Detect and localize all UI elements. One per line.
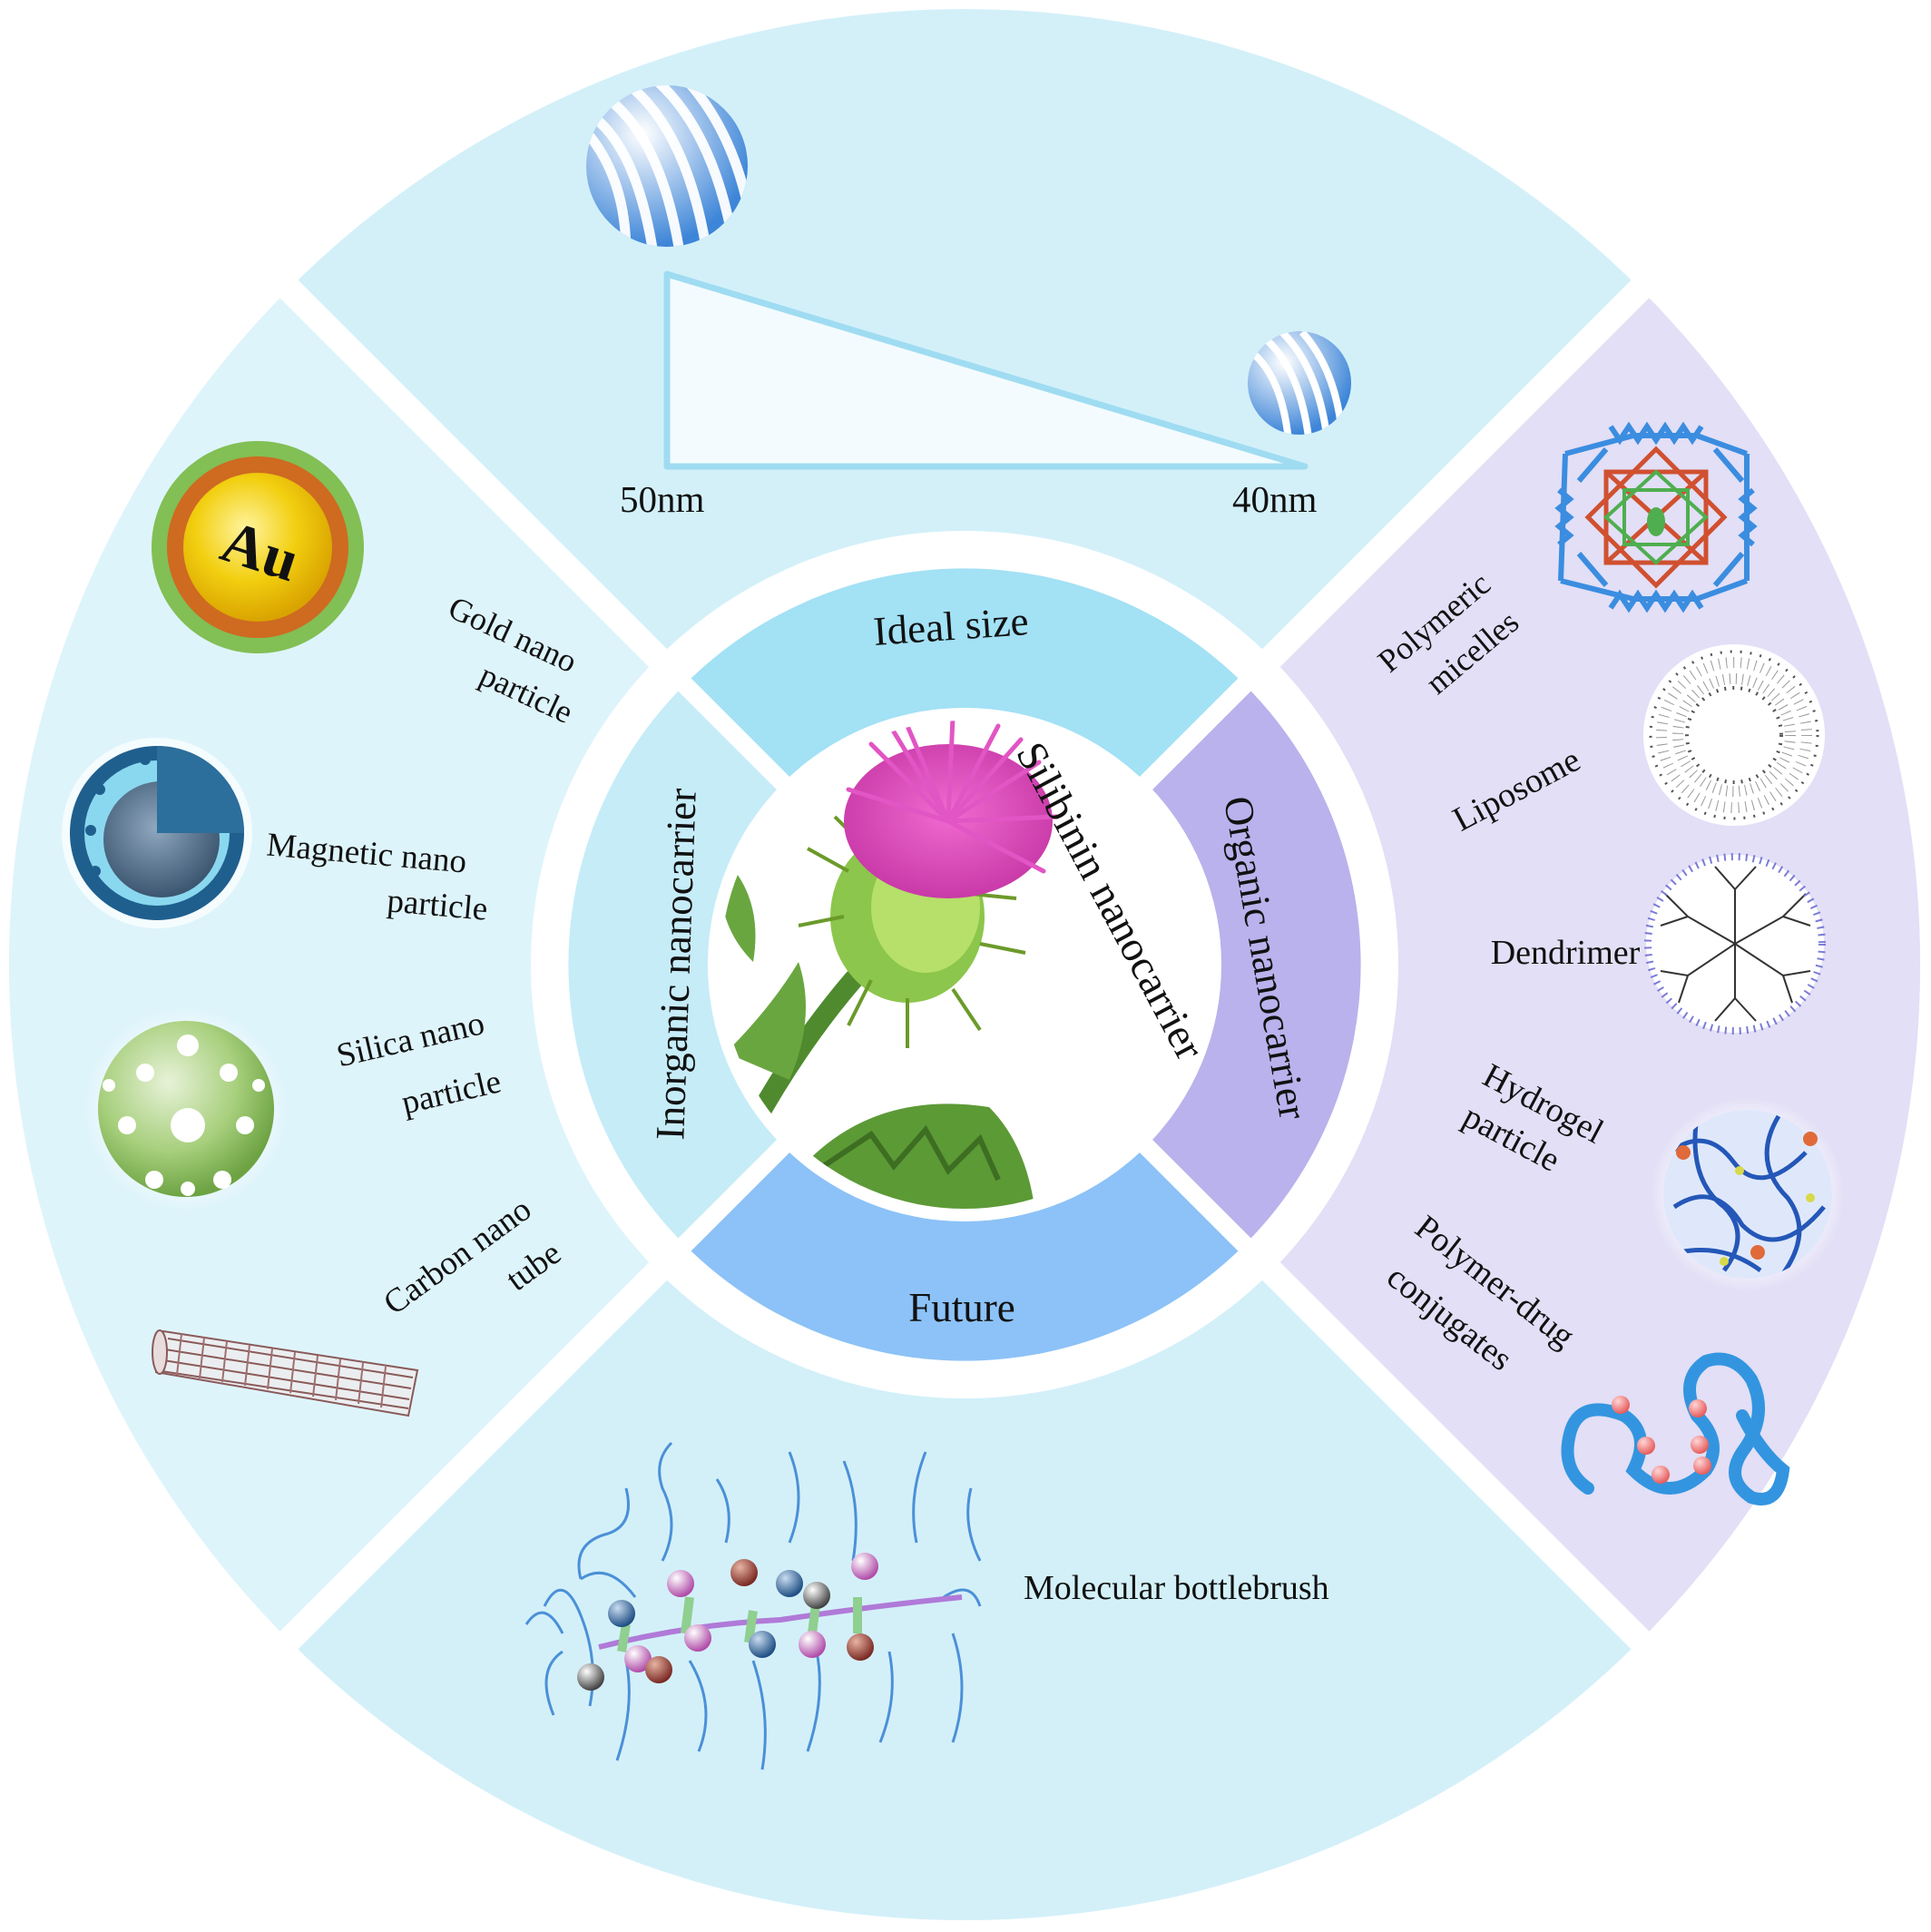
hydrogel-particle-icon [1650,1096,1846,1292]
polymer-drug-conjugate-icon [1561,1352,1790,1505]
molecular-bottlebrush-icon [524,1441,982,1770]
size-gradient-triangle [663,270,1309,470]
large-nanoparticle-icon [586,85,748,247]
dendrimer-icon [1644,853,1826,1035]
dendrimer-label: Dendrimer [1491,934,1641,972]
polymeric-micelle-icon [1554,421,1758,613]
inner-ring-top [684,568,1245,792]
ideal-size-label: Ideal size [872,598,1030,654]
future-label: Future [908,1285,1015,1330]
inner-ring-left [568,684,792,1245]
magnetic-nanoparticle-icon [62,738,252,928]
carbon-nanotube-icon [152,1329,419,1417]
small-nanoparticle-icon [1248,331,1351,435]
size-label-50nm: 50nm [620,478,705,520]
future-panel: Molecular bottlebrush [524,1441,1329,1770]
inner-ring [568,568,1361,1361]
bottlebrush-label: Molecular bottlebrush [1024,1569,1329,1607]
inner-ring-bottom [684,1137,1245,1361]
organic-quadrant [965,289,1921,1641]
size-label-40nm: 40nm [1232,478,1318,520]
silica-nanoparticle-icon [84,1007,288,1211]
ideal-size-panel: 50nm 40nm [586,85,1351,520]
liposome-icon [1643,644,1825,826]
gold-nanoparticle-icon [152,441,364,653]
inner-ring-right [1137,684,1361,1245]
magnetic-label-line2: particle [386,882,489,928]
